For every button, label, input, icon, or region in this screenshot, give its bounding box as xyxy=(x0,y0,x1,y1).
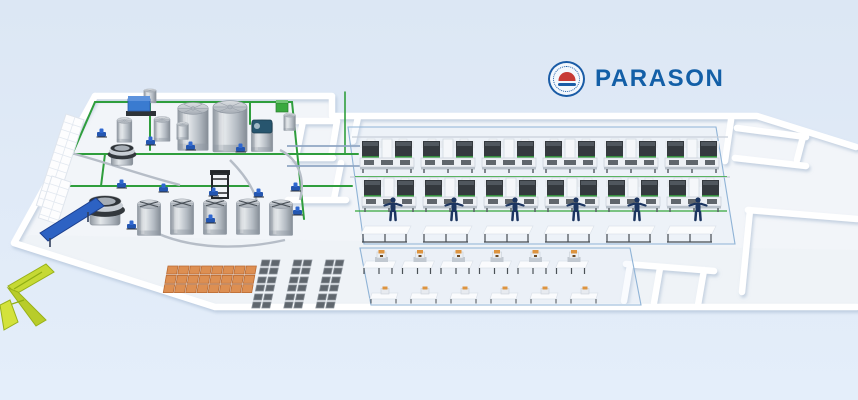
agitator-tank xyxy=(203,199,226,235)
paper-bundle-stack xyxy=(325,301,336,309)
agitator-tank xyxy=(236,199,259,235)
agitator-tank xyxy=(269,200,292,236)
paper-bundle-stack xyxy=(254,284,266,292)
storage-rack xyxy=(37,175,72,225)
small-tank xyxy=(153,116,171,142)
paper-bundle-stack xyxy=(270,259,281,267)
agitator-tank xyxy=(170,199,193,235)
paper-bundle-stack xyxy=(292,259,303,267)
converting-machine xyxy=(603,138,659,174)
converting-machine xyxy=(361,177,417,213)
pallet xyxy=(174,284,187,294)
parason-badge-icon xyxy=(548,61,585,97)
paper-bundle-stack xyxy=(330,276,341,284)
drum-screen xyxy=(251,119,273,134)
pallet xyxy=(242,274,256,284)
paper-bundle-stack xyxy=(318,284,330,292)
paper-bundle-stack xyxy=(322,267,333,275)
pallet xyxy=(164,274,177,284)
paper-bundle-stack xyxy=(328,284,340,292)
pallet xyxy=(222,265,235,275)
pallet xyxy=(175,274,189,284)
pulp-processing-area xyxy=(35,88,360,248)
converting-machine xyxy=(481,138,537,174)
agitator-tank xyxy=(137,200,160,236)
machine-rails xyxy=(350,136,730,212)
paper-bundle-stack xyxy=(298,276,309,284)
pallet xyxy=(241,284,254,294)
pallet xyxy=(210,265,224,275)
parason-logo-text: PARASON xyxy=(595,65,725,92)
paper-bundle-stack xyxy=(315,301,326,309)
paper-bundle-stack xyxy=(302,259,313,267)
parason-logo: PARASON xyxy=(548,59,724,99)
pallet xyxy=(209,274,222,284)
paper-bundle-stack xyxy=(334,259,345,267)
paper-bundle-stack xyxy=(261,301,272,309)
converting-machine xyxy=(666,177,722,213)
paper-bundle-stack xyxy=(283,301,294,309)
paper-bundle-stack xyxy=(266,276,277,284)
small-tank xyxy=(283,112,296,131)
pallet xyxy=(231,274,245,284)
feed-conveyor xyxy=(39,197,105,247)
pallet xyxy=(220,274,233,284)
paper-bundle-stack xyxy=(332,267,343,275)
pallet xyxy=(198,274,211,284)
paper-bundle-stack xyxy=(268,267,279,275)
paper-bundle-stack xyxy=(264,284,276,292)
pallet xyxy=(233,265,246,275)
converting-machine xyxy=(544,177,600,213)
pallet xyxy=(244,265,257,275)
pallet xyxy=(186,274,200,284)
converting-machine xyxy=(605,177,661,213)
paper-bundle-stack xyxy=(324,259,335,267)
paper-bundle-stack xyxy=(293,301,304,309)
pallet xyxy=(230,284,243,294)
paper-bundle-stack xyxy=(251,301,262,309)
pallet xyxy=(188,265,201,275)
pallet xyxy=(218,284,232,294)
pallet xyxy=(207,284,220,294)
paper-bundle-stack xyxy=(320,276,331,284)
pallet xyxy=(185,284,198,294)
pulper-vat xyxy=(107,143,137,166)
paper-bundle-stack xyxy=(260,259,271,267)
paper-bundle-stack xyxy=(286,284,298,292)
pallet xyxy=(162,284,176,294)
pallet xyxy=(196,284,209,294)
paper-bundle-stack xyxy=(300,267,311,275)
paper-bundle-stack xyxy=(256,276,267,284)
converting-machine xyxy=(664,138,720,174)
converting-machine xyxy=(359,138,415,174)
badge-wave xyxy=(557,83,576,86)
small-tank xyxy=(176,121,189,140)
bundle-stacks xyxy=(251,259,345,309)
paper-bundle-stack xyxy=(263,293,274,301)
paper-bundle-stack xyxy=(258,267,269,275)
paper-bundle-stack xyxy=(327,293,338,301)
paper-bundle-stack xyxy=(253,293,264,301)
yellow-conveyor xyxy=(0,263,55,331)
paper-bundle-stack xyxy=(290,267,301,275)
paper-bundle-stack xyxy=(285,293,296,301)
converting-machine xyxy=(542,138,598,174)
pallet-storage xyxy=(162,265,257,294)
green-unit xyxy=(275,100,289,113)
small-tank xyxy=(116,117,133,143)
converting-machine xyxy=(420,138,476,174)
badge-emblem xyxy=(558,72,575,81)
paper-bundle-stack xyxy=(295,293,306,301)
control-cabinet xyxy=(126,96,156,116)
pallet xyxy=(199,265,213,275)
converting-machine xyxy=(422,177,478,213)
paper-bundle-stack xyxy=(296,284,308,292)
converting-machine xyxy=(483,177,539,213)
paper-bundle-stack xyxy=(288,276,299,284)
pallet xyxy=(177,265,190,275)
pallet xyxy=(166,265,179,275)
paper-bundle-stack xyxy=(317,293,328,301)
